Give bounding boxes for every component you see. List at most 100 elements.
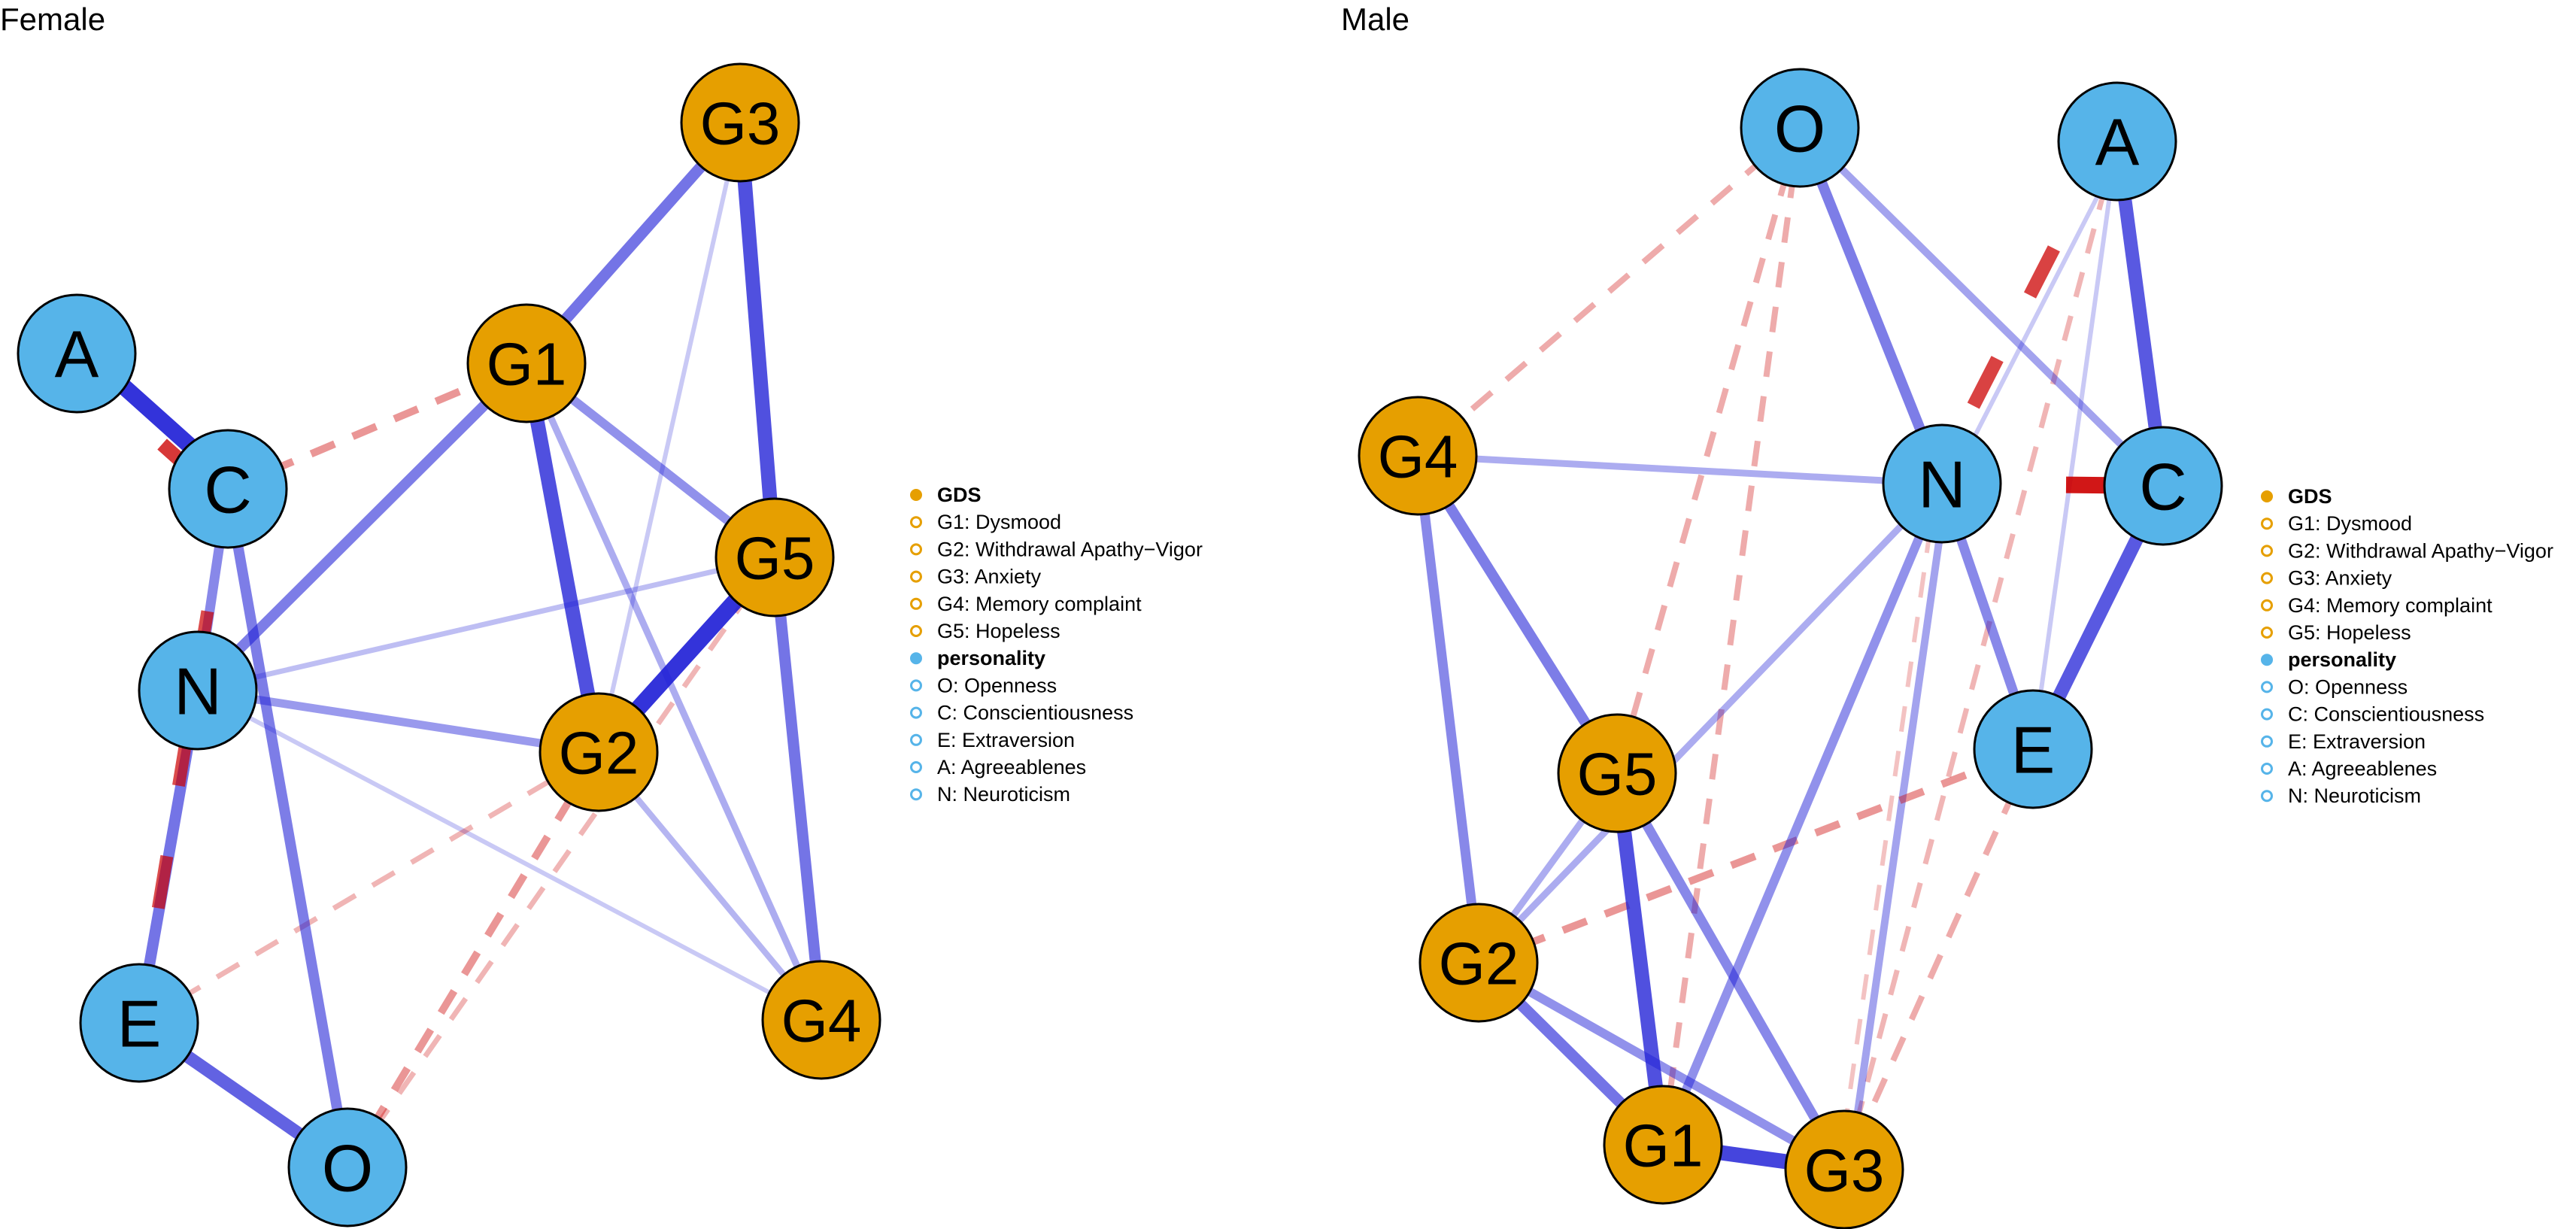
node-E: E: [1973, 689, 2093, 809]
legend-item-label: E: Extraversion: [2288, 730, 2426, 753]
legend-item-marker: [910, 516, 922, 529]
legend-item-label: G5: Hopeless: [2288, 621, 2411, 644]
edge-G3-G2-positive: [596, 120, 742, 754]
legend-group-marker: [910, 489, 922, 501]
node-label: G2: [559, 720, 639, 787]
node-N: N: [138, 630, 258, 751]
legend-item-label: N: Neuroticism: [2288, 784, 2421, 807]
legend-item-label: A: Agreeablenes: [937, 756, 1086, 778]
legend-item-marker: [2261, 627, 2273, 639]
edge-O-N-positive: [1795, 123, 1947, 489]
legend-item-label: C: Conscientiousness: [937, 702, 1133, 724]
legend-item-marker: [910, 733, 922, 746]
node-label: G2: [1439, 930, 1519, 997]
edge-N-G1-positive: [1658, 479, 1946, 1149]
edge-G4-G2-positive: [1412, 451, 1484, 968]
legend-item-label: O: Openness: [2288, 675, 2408, 698]
legend-group-marker: [910, 652, 922, 665]
node-label: N: [174, 654, 222, 729]
node-circle: [1882, 423, 2002, 544]
legend-item-label: G1: Dysmood: [2288, 512, 2412, 535]
edge-N-G3-negative: [1837, 482, 1940, 1170]
edge-A-E-positive: [2031, 139, 2119, 751]
node-label: O: [322, 1131, 373, 1206]
legend-item-marker: [910, 570, 922, 583]
node-circle: [1358, 396, 1478, 516]
edge-C-E-negative: [132, 487, 235, 1024]
node-G4: G4: [761, 960, 881, 1080]
edge-G1-G4-positive: [523, 360, 825, 1024]
edge-G4-G5-positive: [1412, 451, 1622, 778]
node-circle: [715, 497, 835, 618]
legend-item-marker: [2261, 572, 2273, 584]
node-G1: G1: [1603, 1085, 1723, 1205]
legend-item-marker: [910, 761, 922, 773]
edge-G2-E-negative: [1477, 745, 2034, 967]
legend-item-marker: [2261, 735, 2273, 748]
node-label: G3: [700, 90, 781, 157]
legend-item-marker: [2261, 599, 2273, 611]
node-label: N: [1918, 448, 1966, 522]
node-circle: [1784, 1109, 1904, 1229]
legend-item-marker: [2261, 517, 2273, 530]
node-N: N: [1882, 423, 2002, 544]
edge-G1-G2-positive: [519, 356, 606, 760]
node-circle: [17, 293, 137, 414]
edge-G4-N-positive: [1414, 452, 1946, 487]
node-circle: [1557, 713, 1677, 833]
legend-item-marker: [910, 543, 922, 556]
node-label: C: [2139, 450, 2187, 524]
node-label: G4: [781, 988, 862, 1055]
node-label: G4: [1378, 423, 1458, 490]
node-circle: [539, 692, 659, 812]
legend-group-heading: GDS: [2288, 485, 2332, 508]
node-label: O: [1774, 92, 1825, 166]
legend-item-marker: [2261, 545, 2273, 557]
node-circle: [680, 62, 800, 183]
legend-item-label: G1: Dysmood: [937, 511, 1061, 533]
legend-group-heading: personality: [2288, 648, 2396, 671]
node-G4: G4: [1358, 396, 1478, 516]
edge-N-G5-positive: [195, 554, 778, 693]
node-label: A: [55, 317, 99, 392]
node-C: C: [168, 429, 288, 549]
node-G5: G5: [1557, 713, 1677, 833]
node-circle: [466, 303, 587, 423]
panel-title: Male: [1341, 2, 1409, 37]
node-A: A: [17, 293, 137, 414]
edge-G5-G4-positive: [769, 551, 827, 1026]
legend-item-marker: [910, 625, 922, 637]
edge-O-G5-negative: [1614, 126, 1803, 775]
legend-group-heading: personality: [937, 647, 1045, 669]
edge-O-C-positive: [1796, 124, 2167, 490]
node-G2: G2: [1418, 903, 1539, 1023]
legend-item-label: G2: Withdrawal Apathy−Vigor: [2288, 539, 2553, 562]
edge-O-G5-negative: [345, 555, 777, 1170]
legend-item-marker: [2261, 681, 2273, 693]
node-label: G3: [1804, 1137, 1885, 1204]
edge-G5-G1-positive: [1610, 766, 1670, 1152]
panel-title: Female: [0, 2, 105, 37]
legend-item-label: G4: Memory complaint: [2288, 594, 2493, 617]
edge-O-G2-negative: [344, 750, 602, 1170]
edge-O-G1-negative: [1660, 127, 1803, 1146]
legend-item-marker: [2261, 790, 2273, 803]
legend-item-label: G4: Memory complaint: [937, 593, 1142, 615]
node-circle: [79, 963, 199, 1083]
node-circle: [1740, 68, 1860, 188]
edge-N-G2-positive: [1475, 480, 1946, 967]
legend-item-label: G5: Hopeless: [937, 620, 1060, 642]
legend-item-marker: [910, 679, 922, 692]
node-label: C: [204, 453, 252, 527]
edge-G2-G3-positive: [1474, 958, 1849, 1174]
node-E: E: [79, 963, 199, 1083]
legend-item-marker: [2261, 763, 2273, 775]
node-G2: G2: [539, 692, 659, 812]
edge-layer: [1412, 123, 2170, 1177]
edge-G5-G3-positive: [1612, 768, 1849, 1175]
legend-item-label: E: Extraversion: [937, 729, 1075, 751]
